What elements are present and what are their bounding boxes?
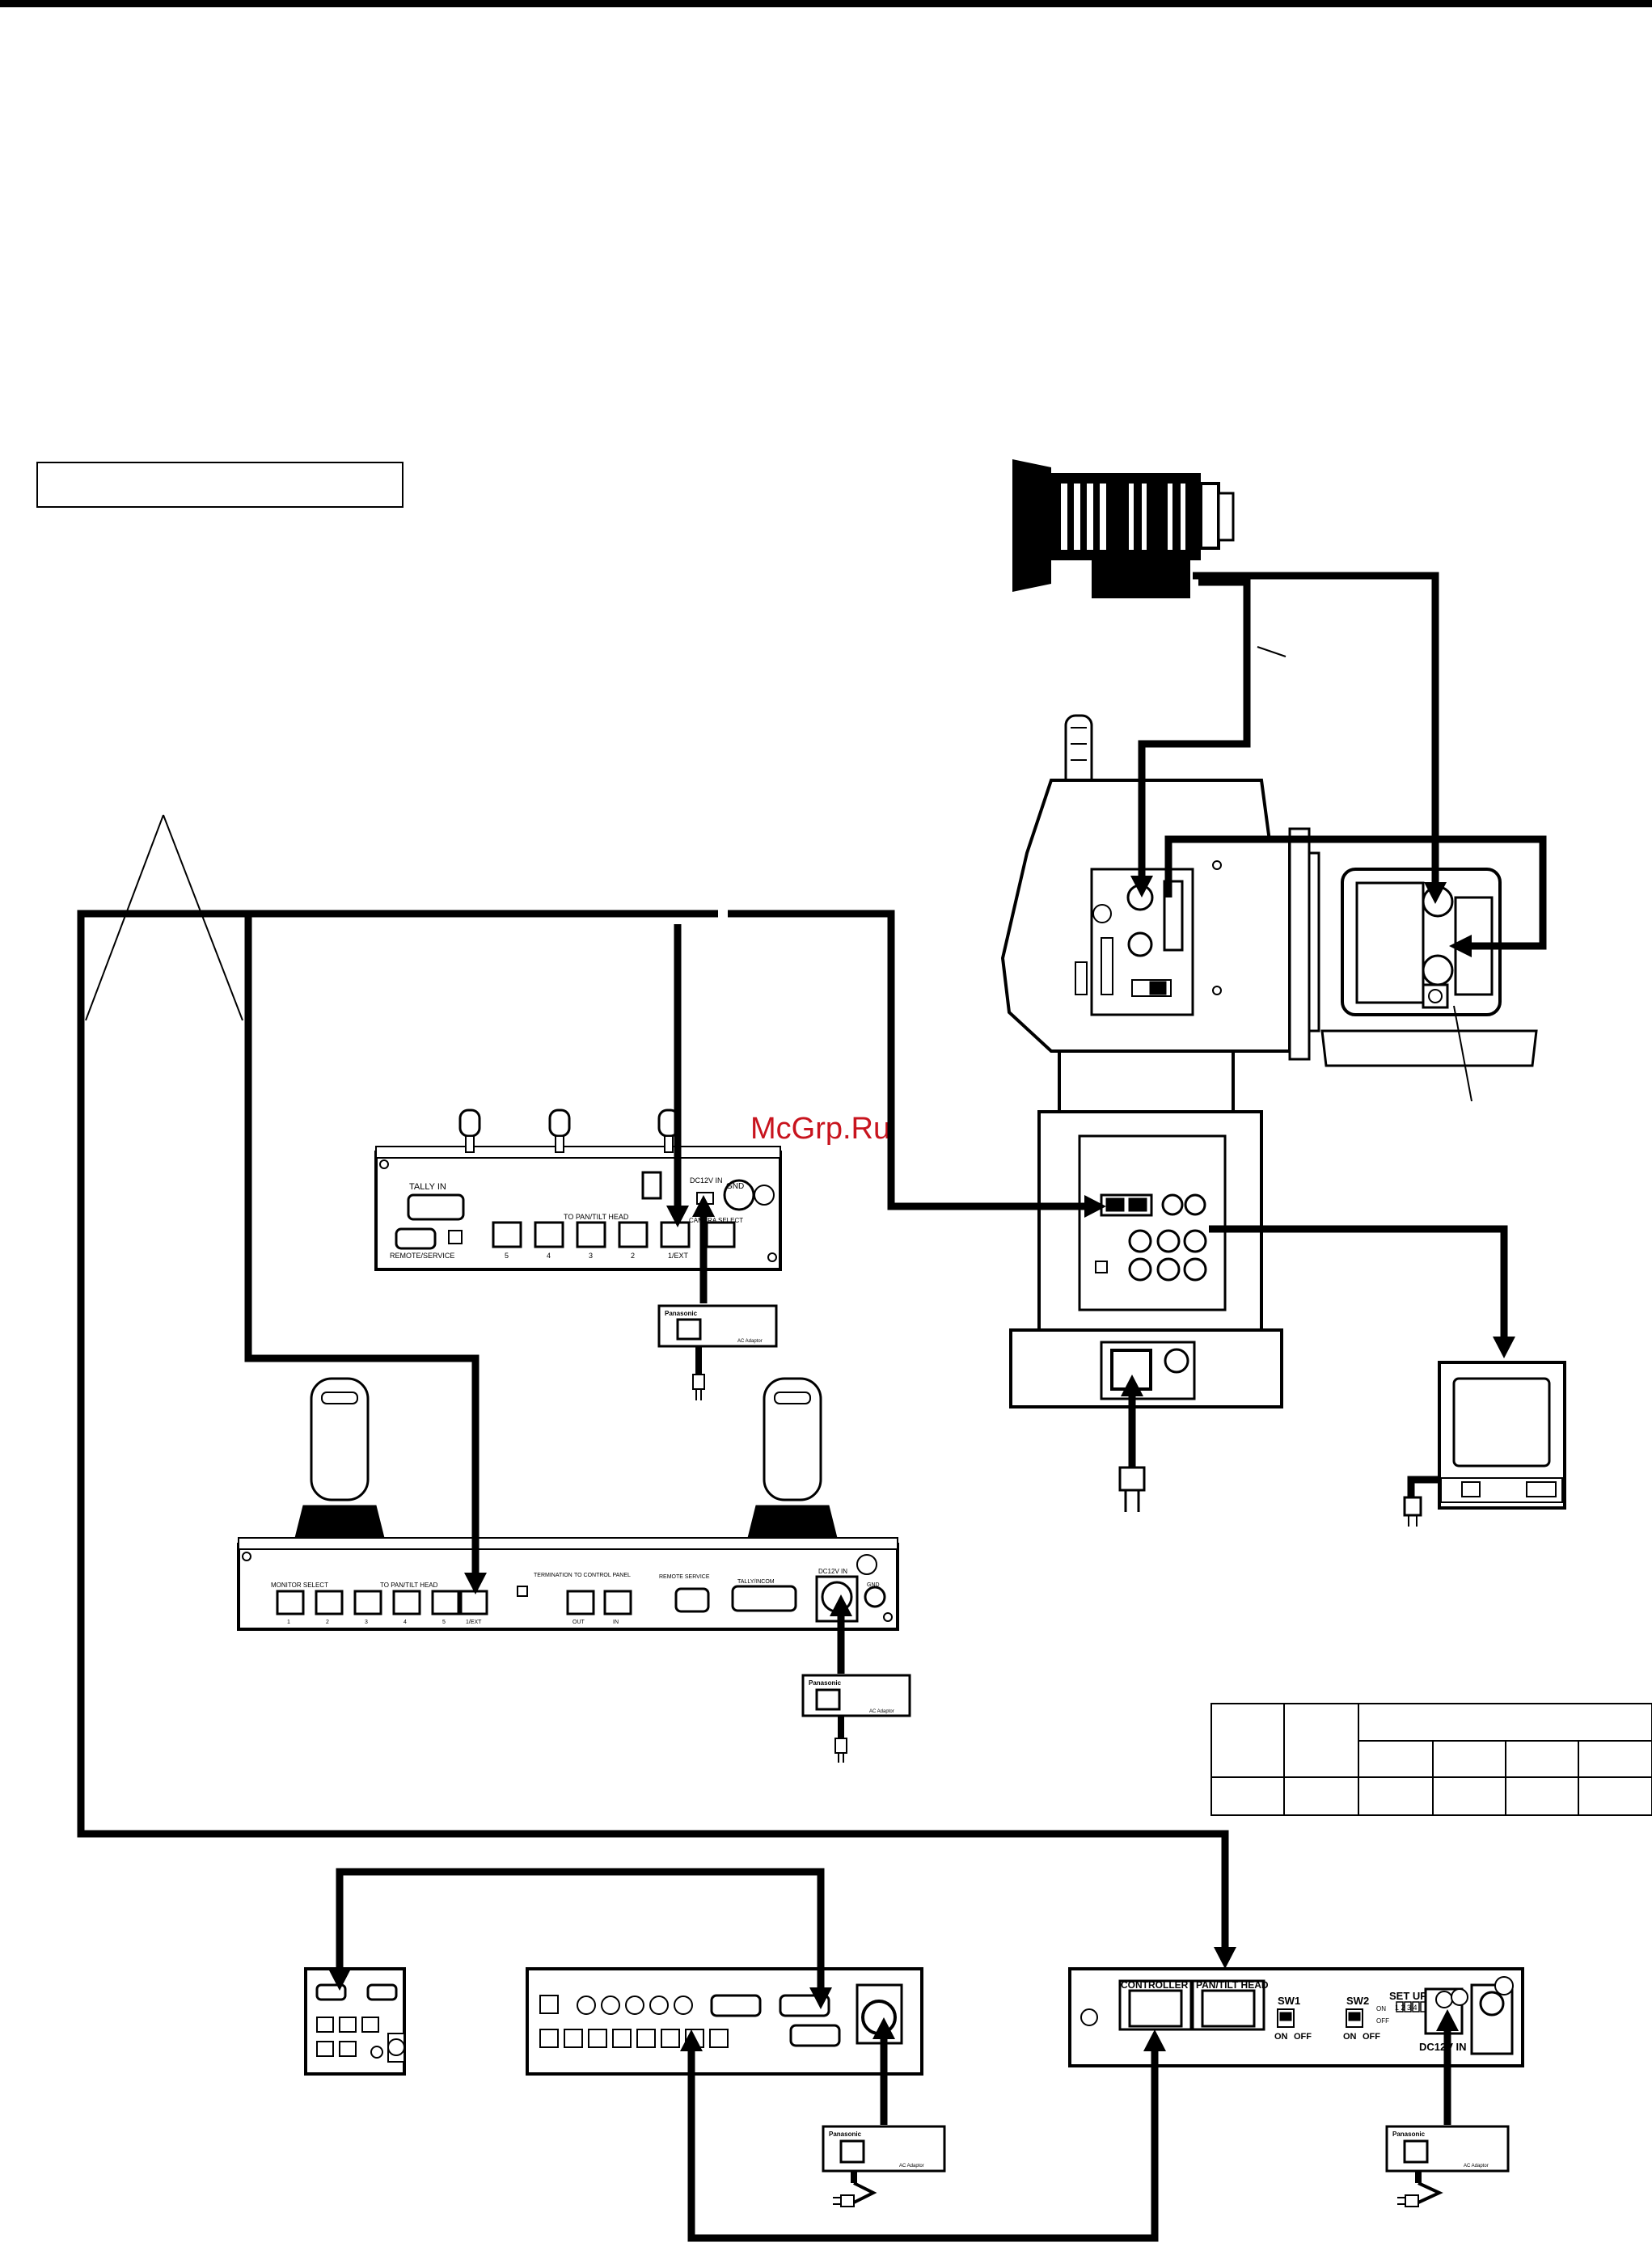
large-port-label: 1/EXT [466,1620,482,1625]
top-rule [0,0,1652,7]
converter-sw2-on-label: ON [1343,2032,1357,2042]
power-plug-monitor [1403,1496,1422,1527]
watermark: McGrp.Ru [750,1112,890,1146]
converter-dc-in-label: DC12V IN [1419,2041,1467,2053]
device-panel-middle [526,1967,923,2076]
monitor [1438,1361,1566,1510]
converter-sw2-label: SW2 [1346,1995,1369,2007]
ac-adaptor-1-brand: Panasonic [665,1310,698,1317]
converter-setup-off-label: OFF [1376,2017,1389,2025]
large-gnd-label: GND [867,1582,880,1588]
ac-adaptor-2 [801,1674,911,1763]
small-port-label: 4 [547,1252,551,1260]
large-remote-service-label: REMOTE SERVICE [659,1574,710,1580]
converter-sw1-label: SW1 [1278,1995,1300,2007]
cable-lines [77,572,1547,2242]
small-to-pan-tilt-head-label: TO PAN/TILT HEAD [564,1213,629,1221]
large-in-label: IN [613,1620,619,1625]
converter-sw1-on-label: ON [1274,2032,1288,2042]
large-to-pan-tilt-head-label: TO PAN/TILT HEAD [380,1582,438,1589]
converter-setup-label: SET UP [1389,1990,1427,2002]
cable-arrowheads [328,876,1515,2051]
large-port-label: 2 [326,1620,329,1625]
ac-adaptor-4-brand: Panasonic [1392,2131,1426,2138]
small-port-label: 2 [631,1252,635,1260]
controller-small [374,1109,782,1271]
ac-adaptor-4 [1385,2125,1510,2207]
small-port-label: 1/EXT [668,1252,689,1260]
large-port-label: 1 [287,1620,290,1625]
small-port-label: 5 [505,1252,509,1260]
small-tally-in-label: TALLY IN [409,1182,446,1192]
small-port-label: 3 [589,1252,593,1260]
large-dc-in-label: DC12V IN [818,1568,847,1575]
large-to-control-panel-label: TO CONTROL PANEL [574,1573,631,1578]
converter-sw1-off-label: OFF [1294,2032,1312,2042]
large-out-label: OUT [572,1620,585,1625]
large-port-label: 3 [365,1620,368,1625]
ac-adaptor-1-caption: AC Adaptor [737,1339,763,1344]
large-monitor-select-label: MONITOR SELECT [271,1582,328,1589]
device-panel-left [304,1967,406,2076]
ac-adaptor-3-caption: AC Adaptor [899,2164,924,2169]
ac-adaptor-1 [657,1304,778,1400]
large-termination-label: TERMINATION [534,1573,572,1578]
ac-adaptor-2-brand: Panasonic [809,1679,842,1687]
lens [1012,459,1235,598]
controller-large [237,1377,899,1631]
converter-controller-label: CONTROLLER [1121,1979,1189,1991]
converter-sw2-off-label: OFF [1363,2032,1380,2042]
small-gnd-label: GND [726,1182,744,1191]
ac-adaptor-2-caption: AC Adaptor [869,1709,894,1714]
settings-table [1210,1703,1652,1816]
ac-adaptor-3 [822,2125,946,2207]
small-remote-service-label: REMOTE/SERVICE [390,1252,454,1260]
leader-line-rear-unit [1453,1005,1472,1102]
small-dc-in-label: DC12V IN [690,1176,723,1185]
converter-setup-numbers: 1 2 3 4 [1395,2004,1418,2012]
bracket-lines [85,814,243,1021]
ac-adaptor-4-caption: AC Adaptor [1464,2164,1489,2169]
converter-pan-tilt-head-label: PAN/TILT HEAD [1196,1979,1269,1991]
leader-line-lens-cable [1257,646,1287,657]
caption-box [36,462,403,508]
large-tally-intercom-label: TALLY/INCOM [737,1579,775,1585]
pan-tilt-head [1009,1049,1283,1408]
camera-body [1000,714,1538,1067]
large-port-label: 5 [442,1620,446,1625]
large-port-label: 4 [403,1620,407,1625]
power-plug-pan-tilt [1118,1466,1146,1512]
converter-setup-on-label: ON [1376,2005,1386,2012]
ac-adaptor-3-brand: Panasonic [829,2131,862,2138]
small-camera-select-label: CAMERA SELECT [689,1217,743,1224]
